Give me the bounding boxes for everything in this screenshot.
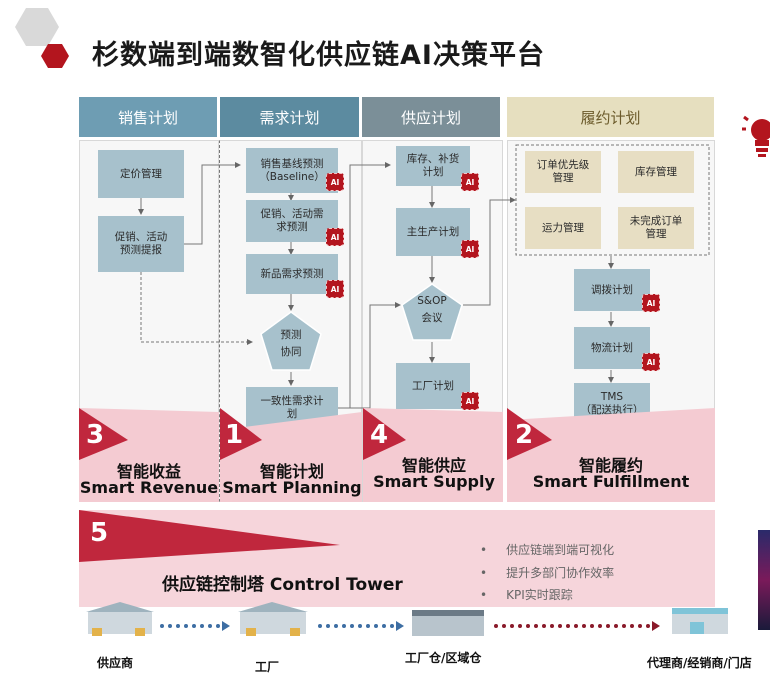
smart-fulfillment-zh: 智能履约 <box>578 456 643 475</box>
control-tower-title: 供应链控制塔 Control Tower <box>162 575 403 595</box>
ai-chip-icon: AI <box>326 280 344 298</box>
ai-chip-icon: AI <box>642 353 660 371</box>
step-number-5: 5 <box>90 518 109 548</box>
tower-bullet-2-text: 提升多部门协作效率 <box>506 566 615 580</box>
header-supply-plan: 供应计划 <box>362 97 500 137</box>
consensus-line-2: 划 <box>286 408 298 420</box>
step-number-4: 4 <box>370 420 389 450</box>
inventory-management-box: 库存管理 <box>618 151 694 193</box>
order-priority-line-1: 订单优先级 <box>536 159 590 171</box>
capacity-management-box: 运力管理 <box>525 207 601 249</box>
ai-chip-icon: AI <box>642 294 660 312</box>
tower-bullet-3-text: KPI实时跟踪 <box>506 588 573 602</box>
unfinished-line-1: 未完成订单 <box>629 215 683 227</box>
warehouse-icon <box>86 602 154 636</box>
smart-revenue-en: Smart Revenue <box>79 478 219 497</box>
allocation-plan-box: 调拨计划 <box>574 269 650 311</box>
inventory-management-label: 库存管理 <box>635 165 677 178</box>
collab-line-1: 预测 <box>280 329 302 341</box>
screen-thumbnail <box>758 530 770 630</box>
step-number-2: 2 <box>515 420 534 450</box>
factory-icon <box>238 602 308 636</box>
new-product-forecast-box: 新品需求预测 <box>246 254 338 294</box>
header-demand-plan: 需求计划 <box>220 97 359 137</box>
smart-planning-en: Smart Planning <box>222 478 362 497</box>
chain-dealer-label: 代理商/经销商/门店 <box>647 656 752 670</box>
ai-chip-icon: AI <box>326 173 344 191</box>
ai-chip-icon: AI <box>461 392 479 410</box>
inventory-line-1: 库存、补货 <box>406 153 460 165</box>
tower-bullet-1-text: 供应链端到端可视化 <box>506 543 615 557</box>
new-product-label: 新品需求预测 <box>260 267 324 280</box>
header-fulfillment-plan: 履约计划 <box>507 97 714 137</box>
pricing-management-box: 定价管理 <box>98 150 184 198</box>
promo-demand-line-1: 促销、活动需 <box>260 208 324 220</box>
tms-line-2: （配送执行） <box>580 404 644 416</box>
consensus-line-1: 一致性需求计 <box>260 395 324 407</box>
inventory-line-2: 计划 <box>422 166 444 178</box>
supply-chain-flow <box>86 602 728 636</box>
promo-demand-forecast-box: 促销、活动需 求预测 <box>246 200 338 242</box>
baseline-line-2: （Baseline） <box>259 170 325 183</box>
sop-meeting-label: S&OP 会议 <box>400 293 464 327</box>
sop-meeting-pentagon <box>401 283 463 341</box>
chain-warehouse-label: 工厂仓/区域仓 <box>405 651 482 665</box>
header-sales-plan: 销售计划 <box>79 97 217 137</box>
warehouse-icon <box>412 610 484 636</box>
tower-bullet-2: • 提升多部门协作效率 <box>480 566 615 580</box>
sop-line-1: S&OP <box>417 295 447 307</box>
promo-demand-line-2: 求预测 <box>276 221 308 233</box>
ai-chip-icon: AI <box>461 240 479 258</box>
logo-hexagons <box>15 8 69 68</box>
logistics-plan-box: 物流计划 <box>574 327 650 369</box>
promo-forecast-submit-box: 促销、活动 预测提报 <box>98 216 184 272</box>
smart-supply-zh: 智能供应 <box>401 456 466 475</box>
mps-label: 主生产计划 <box>406 225 460 238</box>
tower-bullet-3: • KPI实时跟踪 <box>480 588 573 602</box>
master-production-plan-box: 主生产计划 <box>396 208 470 256</box>
unfinished-line-2: 管理 <box>645 228 667 240</box>
smart-fulfillment-en: Smart Fulfillment <box>532 472 690 491</box>
bulb-icon <box>742 115 770 157</box>
page-title: 杉数端到端数智化供应链AI决策平台 <box>92 40 545 71</box>
inventory-replenish-box: 库存、补货 计划 <box>396 146 470 186</box>
baseline-forecast-box: 销售基线预测 （Baseline） <box>246 148 338 193</box>
forecast-collab-pentagon <box>260 311 322 371</box>
allocation-label: 调拨计划 <box>591 283 633 296</box>
promo-line-2: 预测提报 <box>120 244 162 256</box>
baseline-line-1: 销售基线预测 <box>260 157 324 170</box>
logistics-label: 物流计划 <box>591 341 633 354</box>
unfinished-order-box: 未完成订单 管理 <box>618 207 694 249</box>
chain-factory-label: 工厂 <box>255 660 280 674</box>
ai-chip-icon: AI <box>326 228 344 246</box>
promo-line-1: 促销、活动 <box>114 231 168 243</box>
tms-line-1: TMS <box>600 391 624 403</box>
factory-plan-label: 工厂计划 <box>412 379 454 392</box>
capacity-management-label: 运力管理 <box>542 221 584 234</box>
smart-supply-en: Smart Supply <box>373 472 495 491</box>
pricing-management-label: 定价管理 <box>120 167 162 180</box>
step-number-3: 3 <box>86 420 105 450</box>
order-priority-line-2: 管理 <box>552 172 574 184</box>
collab-line-2: 协同 <box>280 346 302 358</box>
smart-revenue-zh: 智能收益 <box>116 462 181 481</box>
tower-bullet-1: • 供应链端到端可视化 <box>480 543 615 557</box>
forecast-collab-label: 预测 协同 <box>259 327 323 361</box>
smart-planning-zh: 智能计划 <box>259 462 324 481</box>
factory-plan-box: 工厂计划 <box>396 363 470 409</box>
order-priority-box: 订单优先级 管理 <box>525 151 601 193</box>
step-number-1: 1 <box>225 420 244 450</box>
sop-line-2: 会议 <box>421 312 443 324</box>
chain-supplier-label: 供应商 <box>97 656 134 670</box>
ai-chip-icon: AI <box>461 173 479 191</box>
store-icon <box>672 608 728 634</box>
